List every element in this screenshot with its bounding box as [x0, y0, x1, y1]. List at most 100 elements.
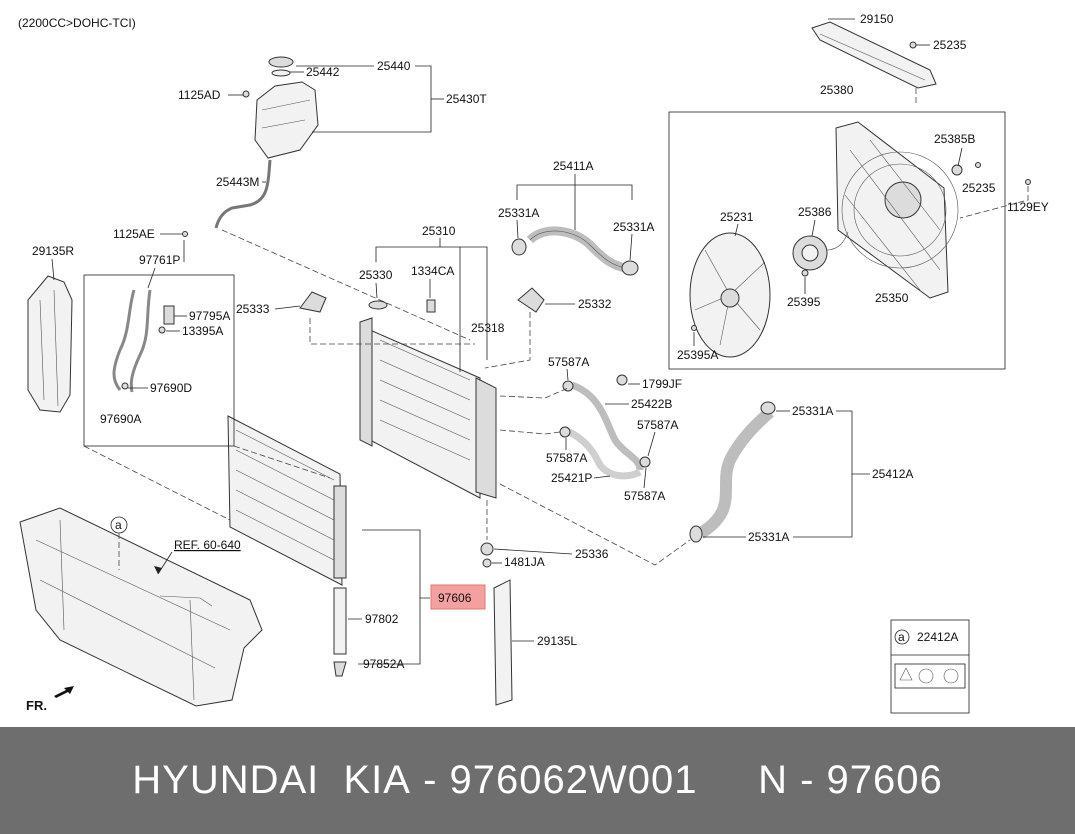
part-label-97802[interactable]: 97802: [365, 612, 399, 626]
part-label-97606[interactable]: 97606: [438, 591, 472, 605]
side-seal-right-part[interactable]: [27, 275, 73, 413]
part-label-1125AD[interactable]: 1125AD: [178, 88, 221, 102]
bolt-icon: [975, 162, 981, 168]
part-label-25331A[interactable]: 25331A: [498, 206, 539, 220]
side-seal-left-part[interactable]: [493, 579, 513, 706]
part-label-25331A-b[interactable]: 25331A: [613, 220, 654, 234]
bolt-icon: [1025, 179, 1031, 185]
part-label-57587A-c[interactable]: 57587A: [546, 451, 587, 465]
radiator-mount-left-part[interactable]: [299, 291, 327, 313]
exploded-parts-diagram: (2200CC>DOHC-TCI) 29150 25235 25380 2538…: [18, 12, 1049, 714]
reservoir-cap-part[interactable]: [268, 56, 294, 68]
part-number-text: 976062W001: [449, 758, 698, 802]
part-label-25331A-d[interactable]: 25331A: [748, 530, 789, 544]
part-label-25310[interactable]: 25310: [422, 224, 456, 238]
prefix-text: N: [758, 758, 788, 802]
legend-marker-circle: [894, 629, 910, 645]
part-label-25442[interactable]: 25442: [306, 65, 340, 79]
part-label-25440[interactable]: 25440: [377, 59, 411, 73]
part-label-25333[interactable]: 25333: [236, 302, 270, 316]
part-label-29135R[interactable]: 29135R: [32, 244, 74, 258]
upper-bracket-part[interactable]: [811, 21, 937, 89]
part-label-25395A[interactable]: 25395A: [677, 348, 718, 362]
part-label-97795A[interactable]: 97795A: [189, 309, 230, 323]
radiator-cap-part[interactable]: [368, 300, 388, 310]
part-label-25385B[interactable]: 25385B: [934, 132, 975, 146]
desiccant-part[interactable]: [333, 587, 347, 655]
part-label-1799JF[interactable]: 1799JF: [642, 377, 682, 391]
condenser-part[interactable]: [227, 415, 343, 586]
warning-triangle-icon: [899, 667, 913, 681]
part-label-25380[interactable]: 25380: [820, 83, 854, 97]
part-label-57587A[interactable]: 57587A: [548, 355, 589, 369]
part-label-1481JA[interactable]: 1481JA: [504, 555, 545, 569]
bracket-part[interactable]: [163, 305, 175, 325]
part-label-25235[interactable]: 25235: [933, 38, 967, 52]
part-label-25235-b[interactable]: 25235: [962, 181, 996, 195]
highlight-box-97606[interactable]: [430, 584, 486, 610]
reservoir-tank-part[interactable]: [254, 81, 319, 159]
part-label-57587A-b[interactable]: 57587A: [637, 418, 678, 432]
part-label-97690D[interactable]: 97690D: [150, 381, 192, 395]
part-label-29135L[interactable]: 29135L: [537, 634, 577, 648]
part-label-25336[interactable]: 25336: [575, 547, 609, 561]
radiator-core-part[interactable]: [369, 329, 481, 499]
part-label-97852A[interactable]: 97852A: [363, 657, 404, 671]
part-label-25412A[interactable]: 25412A: [872, 467, 913, 481]
part-label-25331A-c[interactable]: 25331A: [792, 404, 833, 418]
clamp-icon: [559, 426, 571, 438]
fan-assembly-frame: [668, 111, 1006, 370]
part-label-25332[interactable]: 25332: [578, 297, 612, 311]
brand-text: HYUNDAI KIA: [132, 758, 411, 802]
callout-a-marker: a: [115, 518, 122, 532]
part-label-25443M[interactable]: 25443M: [216, 175, 259, 189]
receiver-drier-part[interactable]: [333, 485, 347, 579]
part-label-25422B[interactable]: 25422B: [631, 397, 672, 411]
clip-part[interactable]: [426, 299, 436, 313]
part-label-1334CA[interactable]: 1334CA: [411, 264, 454, 278]
front-end-module-part[interactable]: [19, 507, 263, 707]
hose-25421P-part[interactable]: [563, 426, 642, 480]
insulator-part[interactable]: [480, 542, 494, 556]
drier-cap-part[interactable]: [333, 661, 347, 677]
radiator-mount-right-part[interactable]: [517, 287, 545, 313]
part-label-25395[interactable]: 25395: [787, 295, 821, 309]
radiator-right-tank: [475, 377, 497, 499]
hose-clamp-part[interactable]: [760, 401, 776, 415]
part-label-57587A-d[interactable]: 57587A: [624, 489, 665, 503]
legend-code[interactable]: 22412A: [917, 630, 958, 644]
part-label-13395A[interactable]: 13395A: [182, 324, 223, 338]
hose-clamp-part[interactable]: [689, 525, 703, 543]
part-label-25350[interactable]: 25350: [875, 291, 909, 305]
clamp-icon: [639, 456, 651, 468]
front-arrow-icon: [54, 686, 74, 698]
part-label-97761P[interactable]: 97761P: [139, 253, 180, 267]
part-label-29150[interactable]: 29150: [860, 12, 894, 26]
hose-clamp-part[interactable]: [621, 260, 639, 276]
bolt-icon: [182, 231, 188, 237]
part-label-1129EY[interactable]: 1129EY: [1007, 200, 1049, 214]
legend-marker: a: [898, 630, 905, 644]
part-label-25330[interactable]: 25330: [359, 268, 393, 282]
hose-clamp-part[interactable]: [511, 238, 527, 256]
short-number-text: 97606: [826, 758, 943, 802]
reference-label[interactable]: REF. 60-640: [174, 538, 241, 552]
part-label-25386[interactable]: 25386: [798, 205, 832, 219]
hose-25412A-part[interactable]: [696, 407, 774, 539]
part-label-25430T[interactable]: 25430T: [446, 92, 487, 106]
part-label-25411A[interactable]: 25411A: [553, 159, 593, 173]
shroud-ring: [841, 151, 959, 269]
part-label-25318[interactable]: 25318: [471, 321, 505, 335]
screw-icon: [801, 269, 809, 277]
hose-25422B-part[interactable]: [570, 381, 644, 471]
part-label-1125AE[interactable]: 1125AE: [113, 227, 155, 241]
part-label-25421P[interactable]: 25421P: [551, 471, 592, 485]
part-label-97690A[interactable]: 97690A: [100, 412, 141, 426]
separator-text: -: [410, 758, 450, 802]
cap-seal-part[interactable]: [271, 69, 291, 77]
ac-pipe-frame: [83, 274, 235, 447]
ac-pipe-part[interactable]: [112, 289, 152, 393]
separator-text-2: -: [787, 758, 827, 802]
nut-part[interactable]: [482, 558, 492, 568]
part-label-25231[interactable]: 25231: [720, 210, 754, 224]
